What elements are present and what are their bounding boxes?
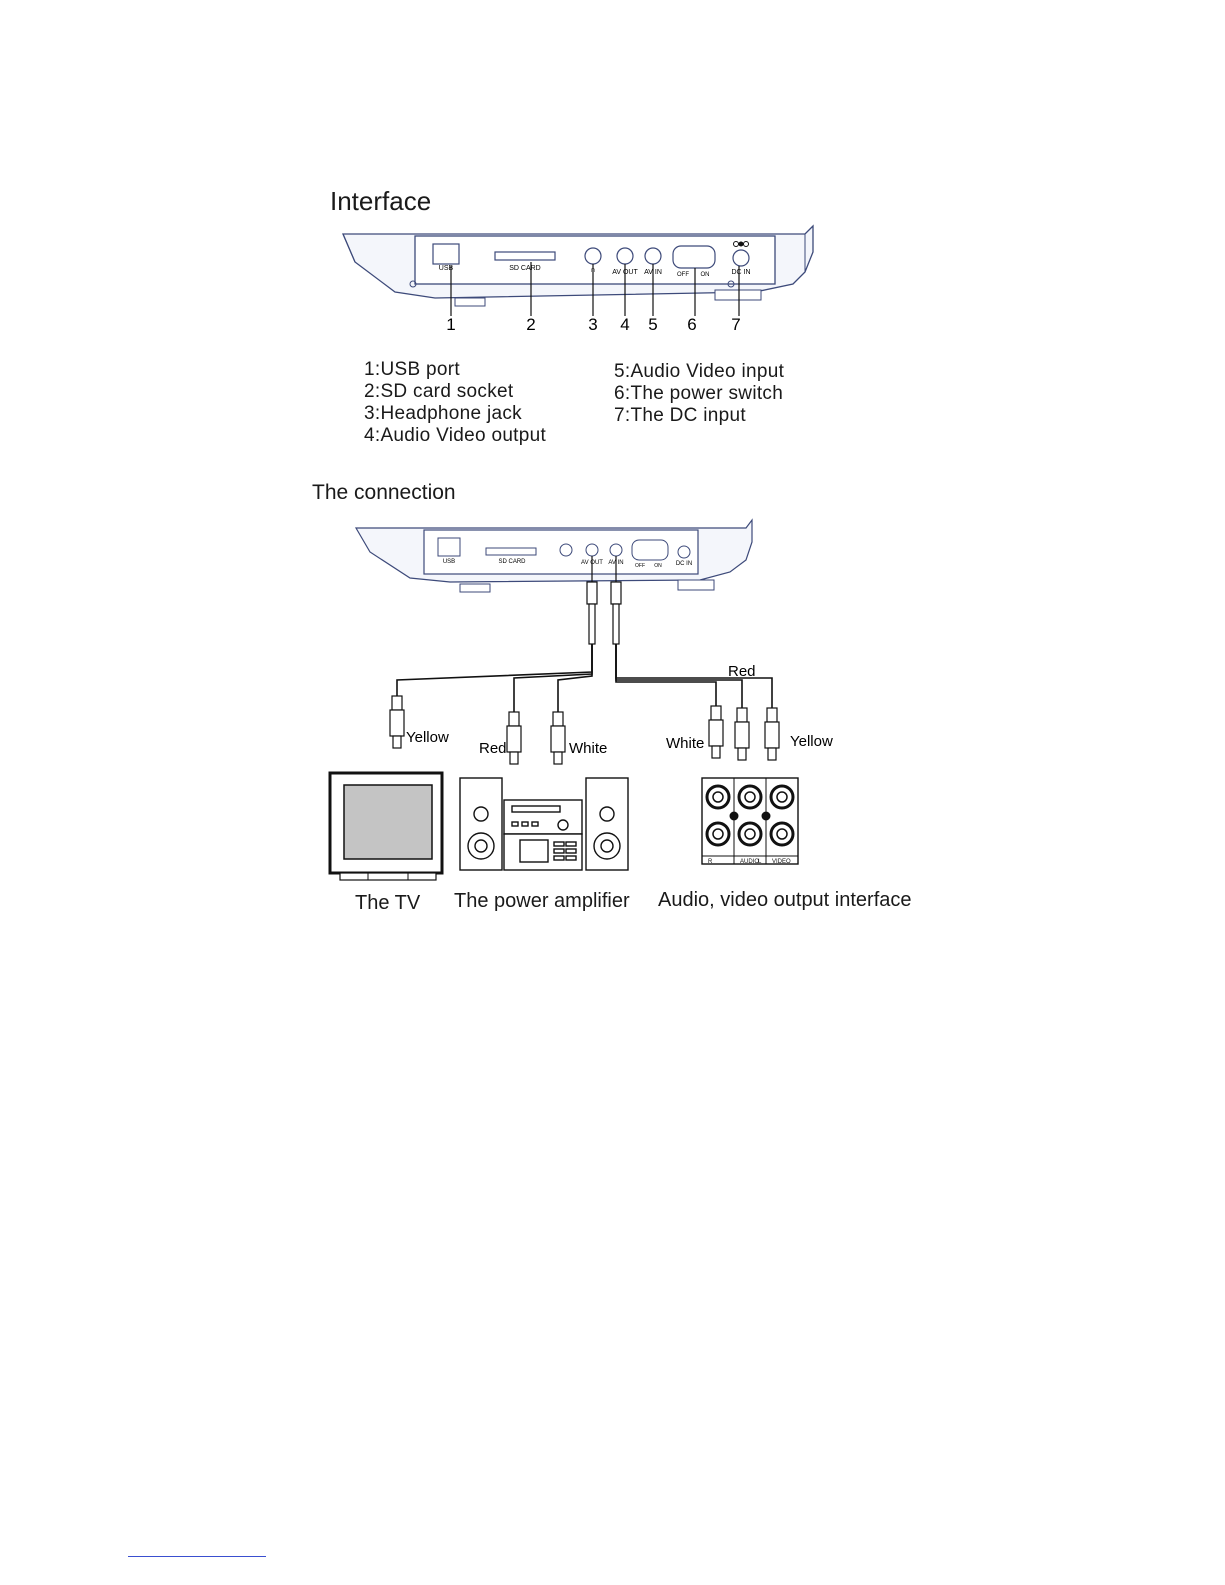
device-foot <box>714 289 762 301</box>
callout-number: 4 <box>620 315 629 332</box>
port-label-dc-in: DC IN <box>676 561 692 567</box>
port-label-on: ON <box>701 272 710 278</box>
port-panel <box>423 529 699 575</box>
port-label-on: ON <box>654 563 662 569</box>
caption-power-amplifier: The power amplifier <box>454 890 630 912</box>
dc-in-jack-icon <box>677 545 691 559</box>
screw-icon <box>727 280 735 288</box>
rca-plug-red-right <box>734 707 750 761</box>
av-output-interface-illustration: R AUDIO L VIDEO <box>701 777 799 865</box>
callout-number: 3 <box>588 315 597 332</box>
usb-port-icon <box>437 537 461 557</box>
device-side-view-diagram: USB SD CARD ∩ AV OUT AV IN OFF ON DC IN … <box>342 224 814 332</box>
panel-label-video: VIDEO <box>772 859 791 865</box>
sd-card-slot-icon <box>494 251 556 261</box>
port-panel <box>414 235 776 285</box>
plug-label-red: Red <box>728 663 756 680</box>
panel-label-l: L <box>758 859 762 865</box>
panel-label-audio: AUDIO <box>740 859 759 865</box>
legend-item: 4:Audio Video output <box>364 425 547 446</box>
callout-number: 2 <box>526 315 535 332</box>
port-label-off: OFF <box>635 563 645 569</box>
caption-tv: The TV <box>355 892 421 914</box>
dc-in-jack-icon <box>732 249 750 267</box>
caption-av-output-interface: Audio, video output interface <box>658 889 912 911</box>
legend-item: 1:USB port <box>364 359 460 380</box>
callout-number: 6 <box>687 315 696 332</box>
device-foot <box>454 297 486 307</box>
tv-illustration <box>328 771 444 881</box>
port-label-usb: USB <box>439 265 454 272</box>
rca-plug-white-left <box>550 711 566 765</box>
polarity-icon <box>738 241 744 247</box>
power-switch-icon <box>631 539 669 561</box>
plug-label-yellow: Yellow <box>790 733 833 750</box>
plug-label-red: Red <box>479 740 507 757</box>
legend-item: 7:The DC input <box>614 405 746 426</box>
plug-label-yellow: Yellow <box>406 729 449 746</box>
av-in-plug <box>610 556 622 645</box>
power-switch-icon <box>672 245 716 269</box>
cable-lines <box>396 644 773 712</box>
callout-number: 7 <box>731 315 740 332</box>
port-label-dc-in: DC IN <box>731 269 750 276</box>
polarity-icon <box>743 241 749 247</box>
screw-icon <box>409 280 417 288</box>
connection-title: The connection <box>312 481 456 504</box>
legend-item: 5:Audio Video input <box>614 361 785 382</box>
panel-label-r: R <box>708 859 713 865</box>
plug-label-white: White <box>569 740 607 757</box>
legend-item: 6:The power switch <box>614 383 784 404</box>
rca-plug-yellow-left <box>389 695 405 749</box>
footer-underline <box>128 1556 266 1557</box>
sd-card-slot-icon <box>485 547 537 556</box>
callout-number: 5 <box>648 315 657 332</box>
leader-lines <box>450 262 740 316</box>
power-amplifier-illustration <box>459 777 629 871</box>
plug-label-white: White <box>666 735 704 752</box>
port-label-off: OFF <box>677 272 689 278</box>
rca-plug-red-left <box>506 711 522 765</box>
rca-plug-yellow-right <box>764 707 780 761</box>
interface-title: Interface <box>330 186 432 216</box>
device-foot <box>459 583 491 593</box>
usb-port-icon <box>432 243 460 265</box>
headphone-jack-icon <box>559 543 573 557</box>
av-out-plug <box>586 556 598 645</box>
connection-diagram: USB SD CARD AV OUT AV IN OFF ON DC IN <box>328 518 833 881</box>
legend-item: 2:SD card socket <box>364 381 514 402</box>
rca-plug-white-right <box>708 705 724 759</box>
device-edge <box>342 233 806 272</box>
callout-number: 1 <box>446 315 455 332</box>
port-label-sd-card: SD CARD <box>509 265 541 272</box>
legend-item: 3:Headphone jack <box>364 403 522 424</box>
port-label-usb: USB <box>443 559 455 565</box>
port-label-sd-card: SD CARD <box>498 559 526 565</box>
device-foot <box>677 579 715 591</box>
